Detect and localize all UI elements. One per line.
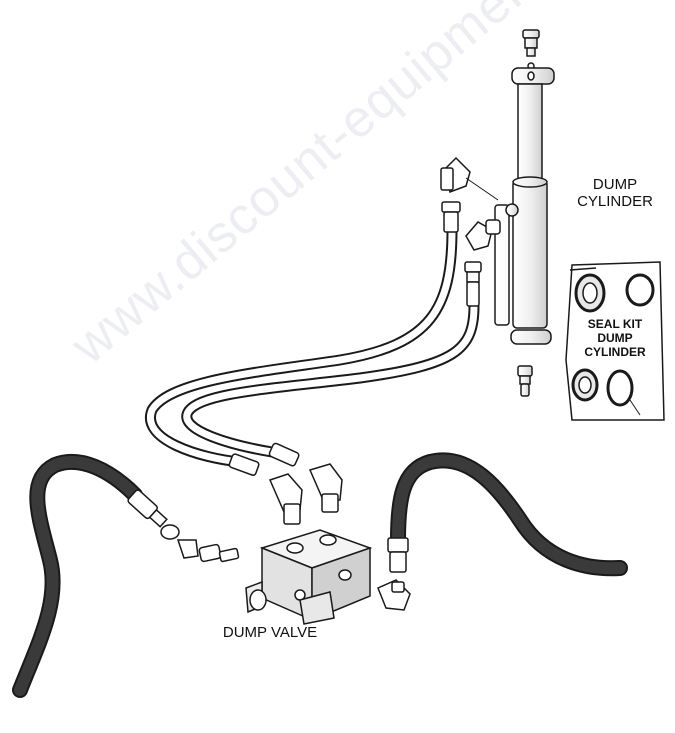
valve-fittings [127,442,411,611]
dump-cylinder-label: DUMP CYLINDER [577,176,653,211]
upper-elbow-fitting [440,156,499,201]
dump-valve [245,529,373,625]
cylinder-rod [517,83,543,185]
o-ring-2 [606,369,634,407]
o-ring-1 [625,273,655,307]
bottom-clevis [510,329,552,345]
cylinder-fittings [440,156,501,307]
right-hose-end [387,537,409,573]
seal-kit-label: SEAL KIT DUMP CYLINDER [584,317,646,359]
dump-valve-label: DUMP VALVE [222,624,318,641]
bottom-grease-fitting [517,365,533,397]
supply-hoses [12,452,628,698]
cylinder-hoses [145,224,480,468]
seal-kit [565,261,665,421]
left-elbow-fitting [160,524,240,563]
white-hose-end-b [268,442,300,467]
valve-spool [249,589,267,611]
hose-end-upper [441,201,461,233]
valve-elbow-a [268,473,303,525]
dump-cylinder [494,29,555,397]
valve-port-a [286,542,304,554]
white-hose-end-a [228,453,260,476]
cylinder-barrel [512,179,548,329]
hose-end-lower [464,261,482,307]
valve-elbow-b [308,463,343,513]
right-elbow-fitting [377,579,411,611]
top-grease-fitting [522,29,540,70]
valve-port-b [319,534,337,546]
left-hose-end [127,489,168,528]
middle-elbow-fitting [465,219,501,251]
